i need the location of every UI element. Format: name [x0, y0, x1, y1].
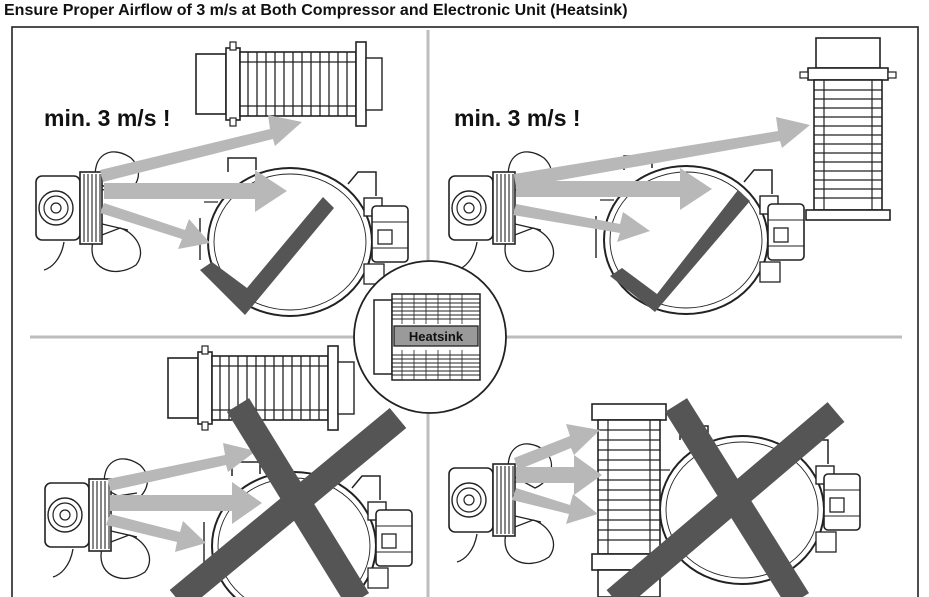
airflow-arrows [106, 443, 262, 552]
page-title: Ensure Proper Airflow of 3 m/s at Both C… [4, 2, 628, 19]
panel-top-left: min. 3 m/s ! [35, 41, 409, 317]
airspeed-label: min. 3 m/s ! [454, 105, 581, 131]
check-mark [610, 190, 750, 312]
cross-mark [606, 398, 845, 597]
airflow-arrows [513, 117, 810, 242]
heatsink-module: Heatsink [373, 293, 481, 381]
panel-top-right: min. 3 m/s ! [448, 37, 897, 315]
heatsink-unit [195, 41, 383, 127]
heatsink-label: Heatsink [409, 329, 464, 344]
panel-bottom-right [448, 398, 861, 597]
diagram-frame [11, 26, 919, 597]
panel-bottom-left [44, 345, 413, 597]
airflow-arrows [512, 424, 602, 524]
check-mark [200, 197, 334, 315]
cross-mark [169, 398, 407, 597]
heatsink-label-bg [393, 325, 479, 347]
airflow-arrows [100, 115, 302, 249]
airspeed-label: min. 3 m/s ! [44, 105, 171, 131]
center-inset: Heatsink [353, 260, 507, 414]
heatsink-unit [799, 37, 897, 221]
compressor [651, 425, 861, 585]
heatsink-unit [167, 345, 355, 431]
